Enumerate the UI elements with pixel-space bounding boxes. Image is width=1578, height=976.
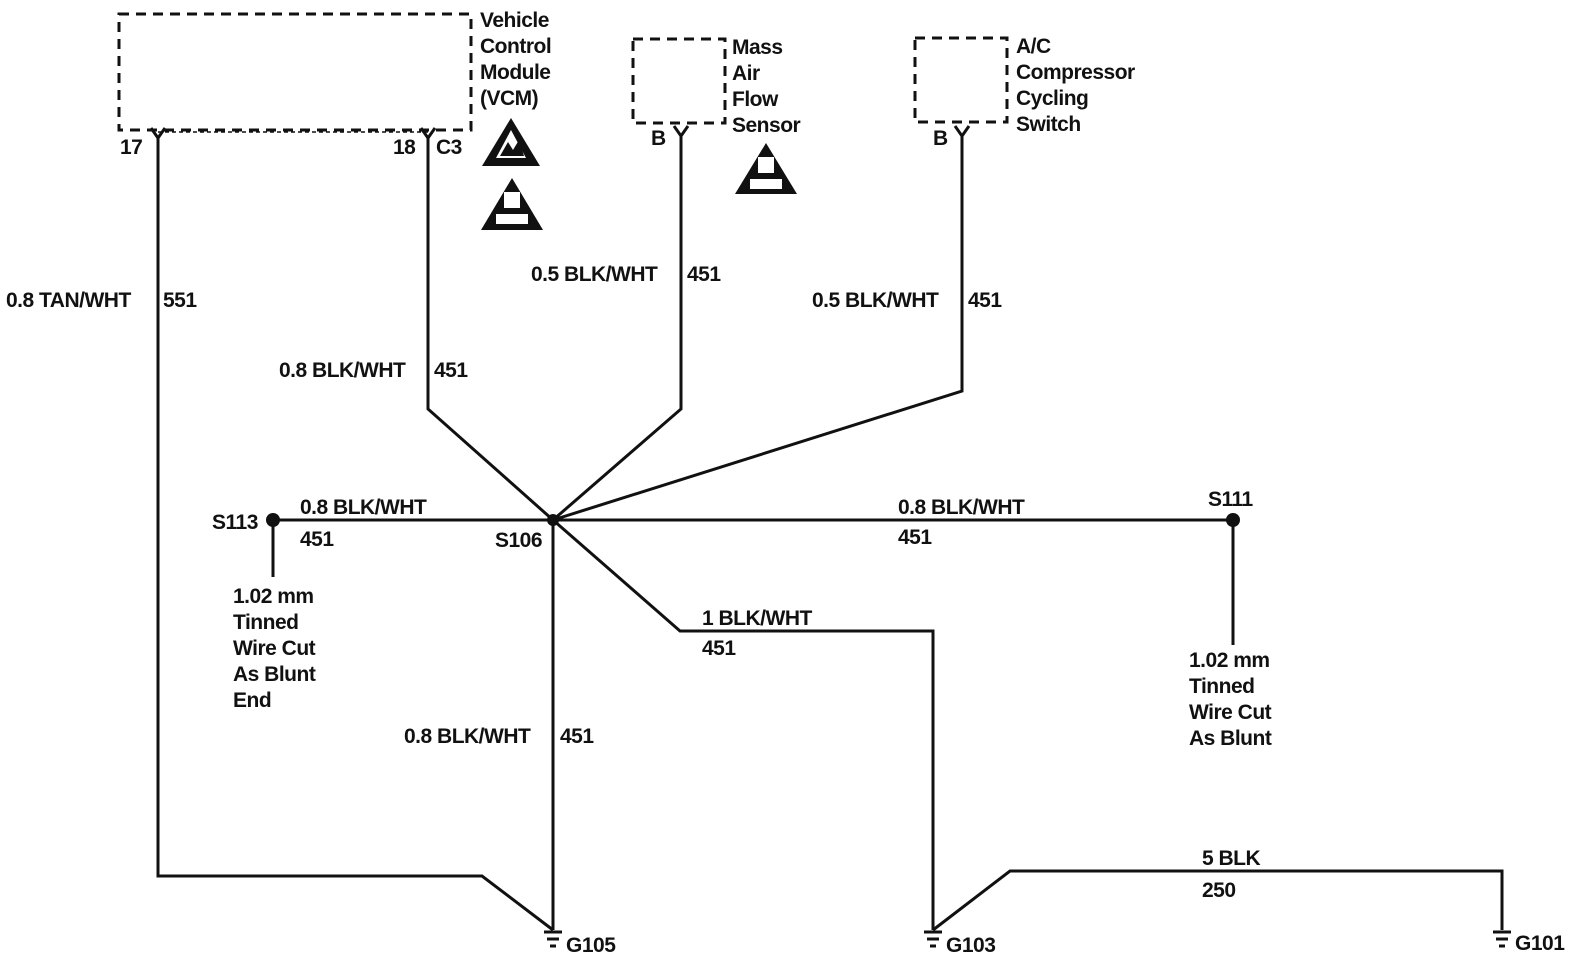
vcm-pin-17-connector — [149, 127, 167, 141]
vcm-pin-18-label: 18 — [393, 136, 416, 159]
wire-vcm17-circuit: 551 — [163, 289, 197, 312]
maf-label-line-2: Air — [732, 62, 760, 85]
vcm-label-line-1: Vehicle — [480, 9, 549, 32]
note-s111-line-3: Wire Cut — [1189, 701, 1272, 724]
note-s113-line-5: End — [233, 689, 271, 712]
wire-s111-circuit: 451 — [898, 526, 932, 549]
wire-ac-to-s106 — [552, 136, 964, 522]
splice-s106-label: S106 — [495, 529, 542, 552]
wire-vcm17-label: 0.8 TAN/WHT — [6, 289, 131, 312]
esd-warning-icon — [482, 118, 540, 166]
ground-g101-label: G101 — [1515, 932, 1565, 955]
splice-s113-label: S113 — [212, 511, 258, 534]
note-s113-line-2: Tinned — [233, 611, 298, 634]
wire-vcm-17-to-g105 — [156, 138, 554, 932]
wire-s106-to-g103 — [552, 518, 935, 930]
obd-ii-badge-vcm-label: OBD II — [499, 215, 524, 225]
splice-s111-label: S111 — [1208, 488, 1254, 511]
wire-g105-label: 0.8 BLK/WHT — [404, 725, 531, 748]
wire-g103-label: 1 BLK/WHT — [702, 607, 812, 630]
ground-g105-label: G105 — [566, 934, 616, 957]
wire-vcm18-label: 0.8 BLK/WHT — [279, 359, 406, 382]
maf-label-line-3: Flow — [732, 88, 779, 111]
ac-pin-connector — [953, 125, 971, 139]
ac-label-line-3: Cycling — [1016, 87, 1088, 110]
ac-label-line-4: Switch — [1016, 113, 1081, 136]
note-s111-line-1: 1.02 mm — [1189, 649, 1270, 672]
wire-ac-circuit: 451 — [968, 289, 1002, 312]
ground-g105-icon — [544, 930, 562, 948]
ground-g103-label: G103 — [946, 934, 995, 957]
ground-g101-icon — [1493, 930, 1511, 948]
wire-vcm-18-to-s106 — [426, 138, 554, 522]
note-s111-line-4: As Blunt — [1189, 727, 1272, 750]
maf-pin-label: B — [651, 127, 666, 150]
wire-g101-circuit: 250 — [1202, 879, 1236, 902]
ac-label-line-1: A/C — [1016, 35, 1051, 58]
vcm-label-line-4: (VCM) — [480, 87, 538, 110]
obd-ii-badge-maf: OBD II — [735, 143, 797, 194]
obd-ii-badge-maf-label: OBD II — [753, 180, 778, 190]
note-s113-line-4: As Blunt — [233, 663, 316, 686]
maf-box — [631, 37, 727, 125]
ground-g103-icon — [924, 930, 942, 948]
vcm-label-line-2: Control — [480, 35, 551, 58]
note-s113-line-3: Wire Cut — [233, 637, 316, 660]
wire-s113-circuit: 451 — [300, 528, 334, 551]
wire-g101-label: 5 BLK — [1202, 847, 1261, 870]
vcm-pin-17-label: 17 — [120, 136, 142, 159]
vcm-label-line-3: Module — [480, 61, 551, 84]
wire-vcm18-circuit: 451 — [434, 359, 468, 382]
maf-label-line-1: Mass — [732, 36, 783, 59]
obd-ii-badge-vcm: OBD II — [481, 178, 543, 230]
splice-s106-dot — [547, 514, 559, 526]
vcm-box — [117, 12, 473, 132]
splice-s111-dot — [1226, 513, 1240, 527]
wire-g105-circuit: 451 — [560, 725, 594, 748]
wire-g103-circuit: 451 — [702, 637, 736, 660]
vcm-connector-label: C3 — [436, 136, 462, 159]
vcm-component: Vehicle Control Module (VCM) 17 18 C3 — [117, 9, 552, 159]
wire-s113-label: 0.8 BLK/WHT — [300, 496, 427, 519]
splice-s113-dot — [266, 513, 280, 527]
maf-pin-connector — [672, 125, 690, 139]
maf-component: Mass Air Flow Sensor B — [631, 36, 801, 150]
ac-pin-label: B — [933, 127, 948, 150]
maf-label-line-4: Sensor — [732, 114, 801, 137]
ac-box — [913, 36, 1009, 124]
wire-ac-label: 0.5 BLK/WHT — [812, 289, 939, 312]
wire-maf-label: 0.5 BLK/WHT — [531, 263, 658, 286]
ac-label-line-2: Compressor — [1016, 61, 1135, 84]
wire-g103-to-g101 — [932, 869, 1504, 932]
wire-maf-to-s106 — [552, 136, 683, 522]
note-s113-line-1: 1.02 mm — [233, 585, 314, 608]
ac-component: A/C Compressor Cycling Switch B — [913, 35, 1136, 150]
wire-s111-label: 0.8 BLK/WHT — [898, 496, 1025, 519]
note-s111-line-2: Tinned — [1189, 675, 1254, 698]
wire-maf-circuit: 451 — [687, 263, 721, 286]
